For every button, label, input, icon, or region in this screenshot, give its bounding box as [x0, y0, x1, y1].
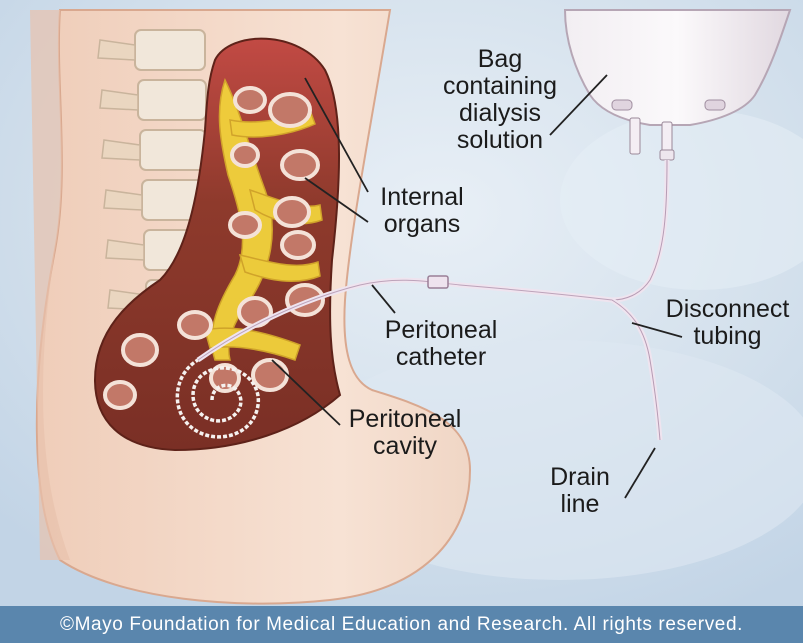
label-internal-organs-line2: organs [362, 211, 482, 238]
label-peritoneal-cavity-line1: Peritoneal [340, 406, 470, 433]
label-internal-organs-line1: Internal [362, 184, 482, 211]
label-peritoneal-cavity: Peritoneal cavity [340, 406, 470, 460]
label-bag-line4: solution [420, 127, 580, 154]
label-drain-line: Drain line [535, 464, 625, 518]
label-bag-line2: containing [420, 73, 580, 100]
label-peritoneal-cavity-line2: cavity [340, 433, 470, 460]
label-bag: Bag containing dialysis solution [420, 46, 580, 154]
label-disconnect-tubing-line1: Disconnect [655, 296, 800, 323]
label-drain-line-line2: line [535, 491, 625, 518]
label-disconnect-tubing-line2: tubing [655, 323, 800, 350]
copyright-footer: ©Mayo Foundation for Medical Education a… [0, 606, 803, 643]
label-disconnect-tubing: Disconnect tubing [655, 296, 800, 350]
label-peritoneal-catheter: Peritoneal catheter [376, 317, 506, 371]
label-drain-line-line1: Drain [535, 464, 625, 491]
label-peritoneal-catheter-line1: Peritoneal [376, 317, 506, 344]
label-peritoneal-catheter-line2: catheter [376, 344, 506, 371]
label-bag-line1: Bag [420, 46, 580, 73]
label-internal-organs: Internal organs [362, 184, 482, 238]
label-bag-line3: dialysis [420, 100, 580, 127]
catheter-connector [428, 276, 448, 288]
